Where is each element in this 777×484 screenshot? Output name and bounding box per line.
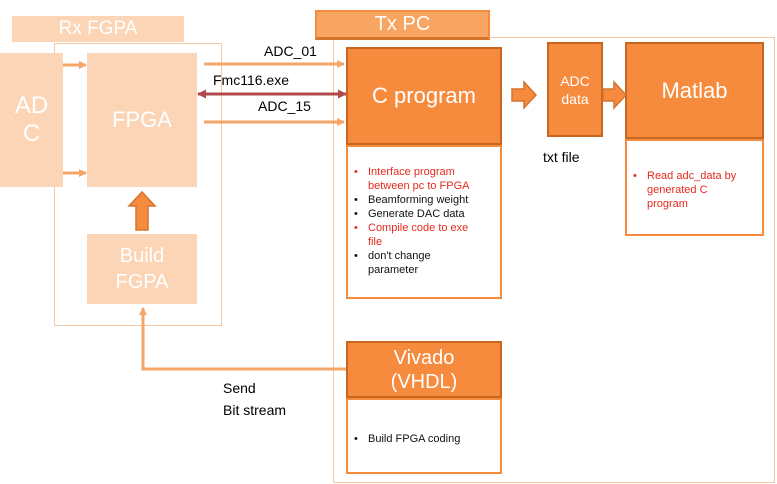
adc-block: AD C	[0, 53, 63, 187]
fmc-exe-label: Fmc116.exe	[213, 72, 289, 88]
c-to-adcdata-arrow	[511, 80, 538, 110]
send-bitstream-arrow	[139, 307, 346, 371]
adc-data-block: ADC data	[547, 42, 603, 137]
adcdata-to-matlab-arrow	[602, 80, 628, 110]
vivado-notes: Build FPGA coding	[346, 398, 502, 474]
tx-pc-title: Tx PC	[315, 10, 490, 40]
note-item: Interface program between pc to FPGA	[348, 165, 500, 193]
note-item: don't change parameter	[348, 249, 500, 277]
fpga-block: FPGA	[87, 53, 197, 187]
matlab-block: Matlab	[625, 42, 764, 139]
build-to-fpga-arrow	[127, 190, 157, 231]
adc-15-label: ADC_15	[258, 98, 311, 114]
note-item: Compile code to exe file	[348, 221, 500, 249]
note-item: Read adc_data by generated C program	[627, 169, 762, 211]
matlab-notes: Read adc_data by generated C program	[625, 139, 764, 236]
note-item: Beamforming weight	[348, 193, 500, 207]
c-program-notes: Interface program between pc to FPGABeam…	[346, 145, 502, 299]
note-item: Build FPGA coding	[348, 432, 500, 446]
rx-fpga-title: Rx FGPA	[12, 16, 184, 42]
c-program-block: C program	[346, 47, 502, 145]
txt-file-label: txt file	[543, 149, 580, 165]
vivado-block: Vivado (VHDL)	[346, 341, 502, 398]
build-fpga-block: Build FGPA	[87, 234, 197, 304]
adc-01-label: ADC_01	[264, 43, 317, 59]
send-bitstream-label: Send Bit stream	[223, 380, 287, 418]
tx-pc-container	[333, 37, 775, 483]
note-item: Generate DAC data	[348, 207, 500, 221]
